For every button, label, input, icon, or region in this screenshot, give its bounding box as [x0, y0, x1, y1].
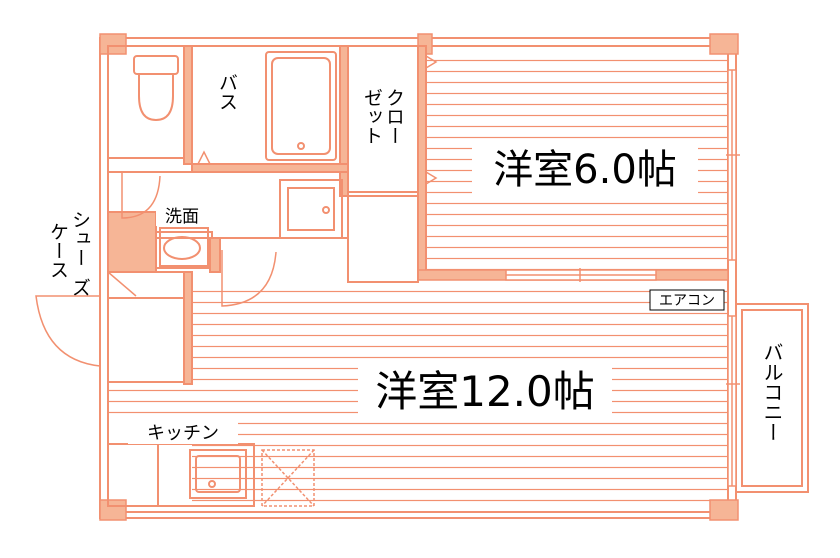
- toilet-icon: [133, 55, 179, 122]
- small-room-window: [505, 268, 657, 282]
- bath-room: [191, 45, 349, 197]
- washbasin-label: 洗面: [165, 207, 199, 227]
- right-window-large: [726, 315, 740, 487]
- kitchen-label-bg: [128, 420, 238, 444]
- balcony-label: バルコニー: [760, 342, 784, 442]
- bath-label: バス: [216, 73, 238, 111]
- entrance: [107, 271, 193, 385]
- washer-space: [279, 179, 343, 239]
- washroom-door-swing: [221, 250, 277, 307]
- washbasin-label-bg: [156, 204, 208, 226]
- sink-icon: [159, 227, 209, 267]
- bath-door-mark: [197, 150, 211, 165]
- large-room-name-bg: [358, 364, 612, 420]
- toilet-door-swing: [121, 172, 161, 219]
- small-room-name-bg: [472, 140, 698, 196]
- washroom: [107, 171, 419, 283]
- right-window-small: [726, 69, 740, 261]
- cross-box-icon: [261, 449, 315, 507]
- bathtub-icon: [265, 51, 337, 161]
- kitchen-label: キッチン: [147, 423, 219, 444]
- shoe-case-label-col2: ケース: [47, 222, 69, 279]
- toilet-room: [107, 45, 193, 165]
- aircon-label: エアコン: [659, 293, 715, 309]
- small-room-name: 洋室6.0帖: [493, 147, 677, 193]
- large-room-name: 洋室12.0帖: [375, 367, 595, 416]
- shoe-case-label-col3: ズ: [69, 278, 91, 297]
- closet-label-col2: ゼット: [361, 88, 383, 145]
- corridor-floor: [108, 384, 192, 414]
- closet: [347, 45, 438, 273]
- closet-label-col1: クロー: [383, 88, 405, 145]
- entrance-door-swing: [35, 295, 101, 367]
- shoe-case-label-col1: シュー: [69, 210, 91, 267]
- aircon-box: [649, 289, 725, 311]
